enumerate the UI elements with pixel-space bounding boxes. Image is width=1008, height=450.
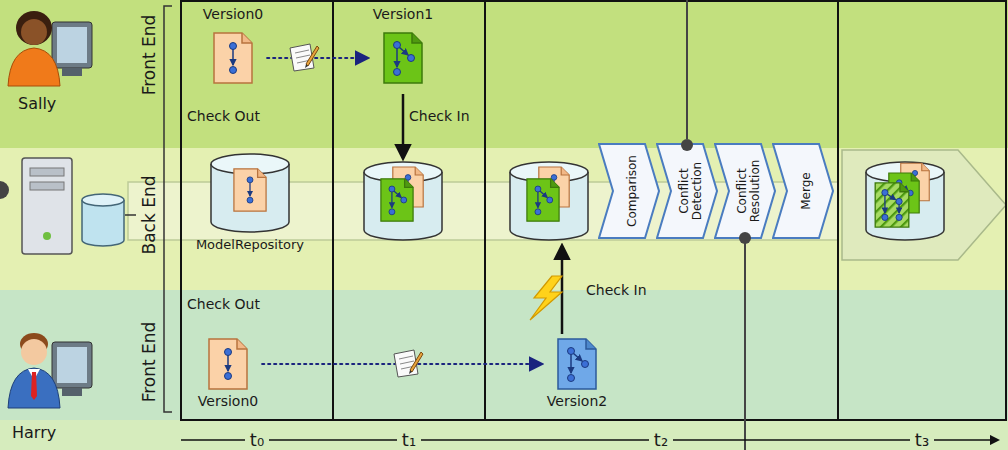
node-label: ModelRepository bbox=[194, 237, 306, 252]
time-label: t₃ bbox=[910, 429, 934, 450]
step-text: Comparison bbox=[626, 149, 639, 233]
document-version: Version2 bbox=[545, 338, 609, 409]
document-shape bbox=[557, 338, 597, 390]
process-step: Merge bbox=[772, 143, 834, 239]
process-step: Conflict Resolution bbox=[714, 143, 776, 239]
node-label: Version0 bbox=[201, 6, 265, 22]
document-shape bbox=[213, 32, 253, 84]
step-text: Conflict Detection bbox=[678, 149, 704, 233]
step-label: Merge bbox=[800, 149, 813, 233]
document-version: Version0 bbox=[201, 6, 265, 84]
text-label: Check In bbox=[409, 108, 470, 124]
step-text: Merge bbox=[800, 149, 813, 233]
time-label: t₀ bbox=[245, 429, 269, 450]
document-version: Version1 bbox=[371, 6, 435, 84]
text-label: Check In bbox=[586, 282, 647, 298]
time-label: t₁ bbox=[397, 429, 421, 450]
document-shape bbox=[383, 32, 423, 84]
step-text: Conflict Resolution bbox=[736, 149, 762, 233]
model-repository: ModelRepository bbox=[194, 152, 306, 252]
step-label: Conflict Detection bbox=[678, 149, 704, 233]
lane-label: Back End bbox=[139, 176, 159, 255]
step-label: Conflict Resolution bbox=[736, 149, 762, 233]
process-step: Comparison bbox=[598, 143, 660, 239]
text-label: Check Out bbox=[187, 296, 260, 312]
text-label: Sally bbox=[18, 94, 56, 113]
node-label: Version2 bbox=[545, 393, 609, 409]
repository-cylinder bbox=[209, 152, 291, 234]
document-shape bbox=[208, 338, 248, 390]
edit-connector bbox=[262, 363, 543, 365]
step-label: Comparison bbox=[626, 149, 639, 233]
document-version: Version0 bbox=[196, 338, 260, 409]
text-label: Check Out bbox=[187, 108, 260, 124]
lane-label: Front End bbox=[139, 15, 159, 96]
text-label: Harry bbox=[12, 423, 56, 442]
lane-label: Front End bbox=[139, 322, 159, 403]
node-label: Version0 bbox=[196, 393, 260, 409]
process-step: Conflict Detection bbox=[656, 143, 718, 239]
time-label: t₂ bbox=[649, 429, 673, 450]
edit-connector bbox=[267, 57, 369, 59]
node-label: Version1 bbox=[371, 6, 435, 22]
